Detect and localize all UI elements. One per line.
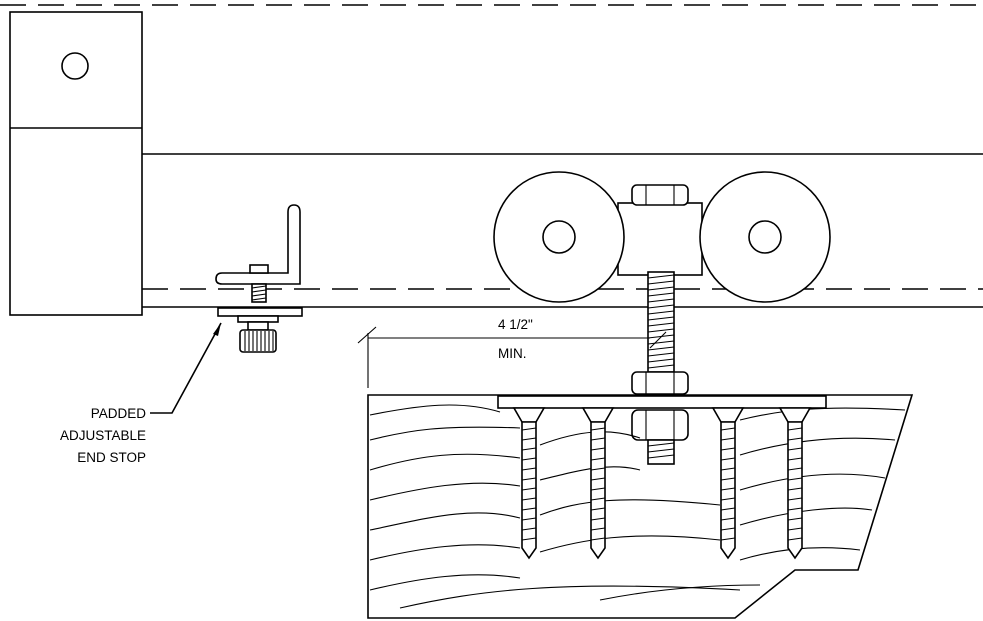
callout-arrowhead <box>213 323 221 336</box>
callout-line-3: END STOP <box>77 450 146 465</box>
threaded-bolt <box>631 271 689 465</box>
lag-screw-1 <box>512 407 546 560</box>
lag-screw-4 <box>778 407 812 560</box>
lag-screws <box>512 407 812 560</box>
dimension-value: 4 1/2" <box>498 317 533 332</box>
dimension-qualifier: MIN. <box>498 346 527 361</box>
callout-leader <box>150 322 222 414</box>
right-roller-axle <box>748 220 782 254</box>
dimension-line <box>357 326 667 388</box>
left-roller-axle <box>542 220 576 254</box>
end-stop <box>215 204 303 353</box>
mounting-plate <box>497 395 827 409</box>
left-roller <box>493 171 625 303</box>
wood-grain <box>369 404 906 609</box>
lag-screw-2 <box>581 407 615 560</box>
door-panel <box>367 394 914 619</box>
bracket-bolt-hole <box>61 52 89 80</box>
callout-line-2: ADJUSTABLE <box>60 428 146 443</box>
wall-bracket <box>9 11 143 316</box>
lag-screw-3 <box>711 407 745 560</box>
roller-trolley <box>493 171 831 303</box>
right-roller <box>699 171 831 303</box>
callout-line-1: PADDED <box>91 406 147 421</box>
